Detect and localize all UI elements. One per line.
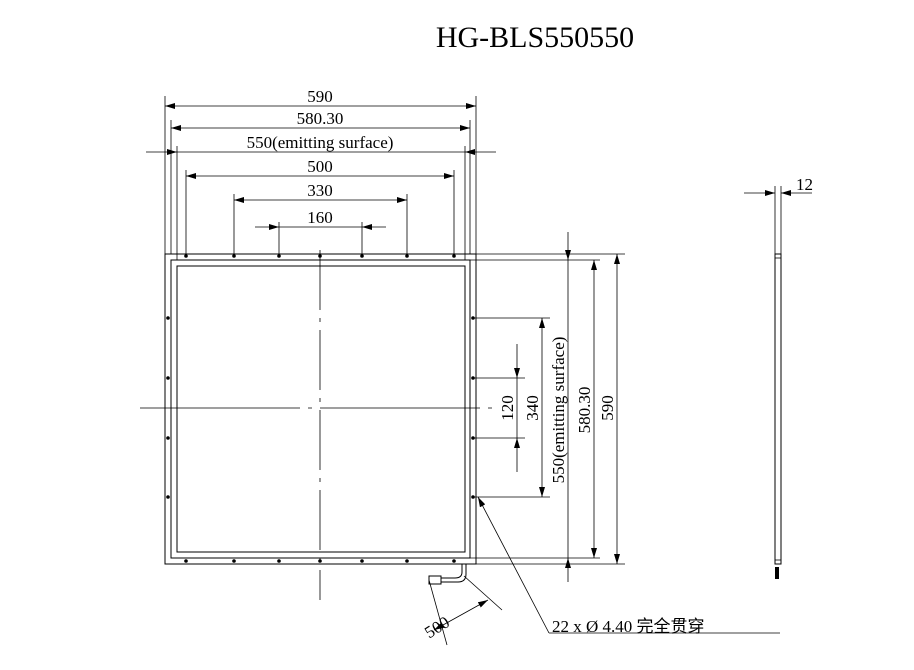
dim-label-580: 580.30	[297, 109, 344, 128]
dim-label-330: 330	[307, 181, 333, 200]
dim-label-500: 500	[307, 157, 333, 176]
dim-label-160: 160	[307, 208, 333, 227]
hole-leader-line	[477, 496, 550, 634]
mounting-holes-left	[166, 316, 170, 499]
side-connector	[775, 567, 779, 579]
hole-note: 22 x Ø 4.40 完全贯穿	[552, 617, 705, 636]
dim-label-12: 12	[796, 175, 813, 194]
dim-label-580v: 580.30	[575, 387, 594, 434]
mounting-holes-right	[471, 316, 475, 499]
panel-outer-frame	[164, 253, 477, 565]
front-view	[140, 250, 500, 600]
dim-label-340: 340	[523, 395, 542, 421]
drawing-title: HG-BLS550550	[436, 21, 634, 54]
dim-label-550v: 550(emitting surface)	[549, 337, 568, 484]
hole-callout: 22 x Ø 4.40 完全贯穿	[477, 496, 780, 636]
side-view: 12	[744, 175, 813, 579]
dim-label-590: 590	[307, 87, 333, 106]
right-dimensions: 120 340 550(emitting surface) 580.30 590	[470, 232, 625, 582]
side-profile	[774, 253, 782, 565]
cable-connector	[428, 575, 442, 585]
dim-label-120: 120	[498, 395, 517, 421]
dim-label-590v: 590	[598, 395, 617, 421]
mounting-holes-bottom	[184, 559, 456, 563]
mounting-holes-top	[184, 254, 456, 258]
dim-line-cable	[433, 599, 489, 631]
dim-label-cable: 500	[421, 613, 453, 643]
panel-inner-frame	[170, 259, 471, 559]
power-cable	[441, 564, 463, 579]
emitting-surface	[176, 265, 466, 553]
cable-dimension: 500	[421, 575, 503, 646]
dim-label-550: 550(emitting surface)	[247, 133, 394, 152]
top-dimensions: 590 580.30 550(emitting surface) 500 330…	[146, 87, 496, 260]
